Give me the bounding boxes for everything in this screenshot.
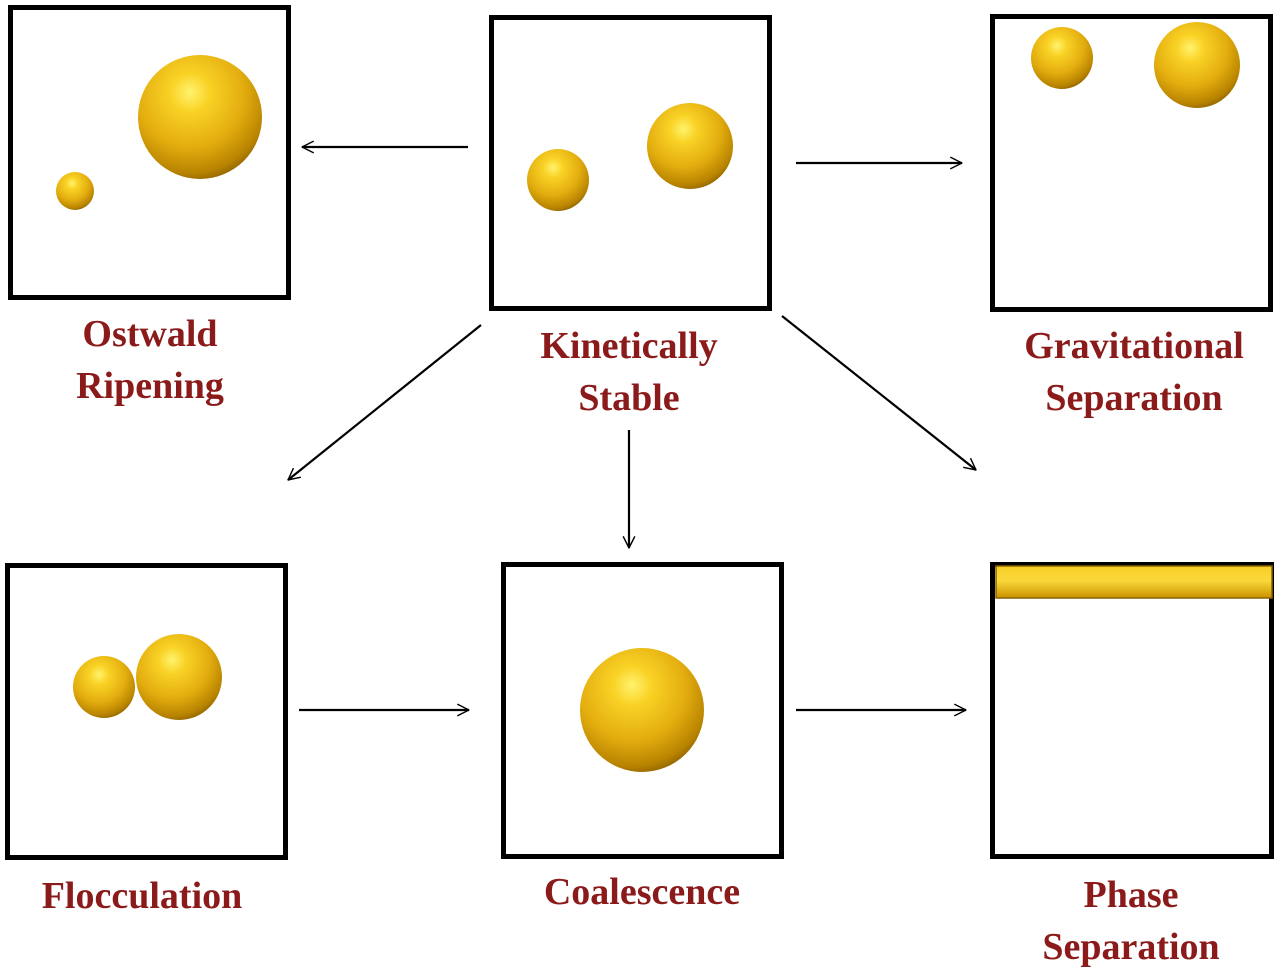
flocculation-panel — [5, 563, 288, 860]
gravitational-separation-label: Gravitational Separation — [1000, 320, 1268, 424]
label-line: Stable — [578, 377, 680, 419]
phase-separation-label: Phase Separation — [1000, 869, 1262, 973]
label-line: Ripening — [76, 365, 224, 407]
large-droplet — [647, 103, 733, 189]
small-droplet — [1031, 27, 1093, 89]
label-line: Phase — [1083, 874, 1179, 916]
arrow-to-phase-separation — [781, 315, 976, 470]
coalescence-label: Coalescence — [512, 866, 772, 918]
flocculation-label: Flocculation — [12, 870, 272, 922]
large-droplet — [1154, 22, 1240, 108]
label-line: Separation — [1042, 926, 1220, 968]
label-line: Ostwald — [82, 313, 218, 355]
large-droplet — [136, 634, 222, 720]
label-line: Gravitational — [1024, 325, 1244, 367]
small-droplet — [527, 149, 589, 211]
kinetically-stable-label: Kinetically Stable — [499, 320, 759, 424]
small-droplet — [56, 172, 94, 210]
small-droplet — [73, 656, 135, 718]
label-line: Flocculation — [41, 875, 243, 917]
arrow-to-flocculation — [288, 324, 482, 480]
phase-separation-panel — [990, 562, 1274, 859]
label-line: Kinetically — [540, 325, 718, 367]
large-droplet — [138, 55, 262, 179]
ostwald-ripening-label: Ostwald Ripening — [20, 308, 280, 412]
label-line: Separation — [1045, 377, 1223, 419]
label-line: Coalescence — [543, 871, 741, 913]
merged-droplet — [580, 648, 704, 772]
separated-oil-layer — [995, 565, 1273, 599]
